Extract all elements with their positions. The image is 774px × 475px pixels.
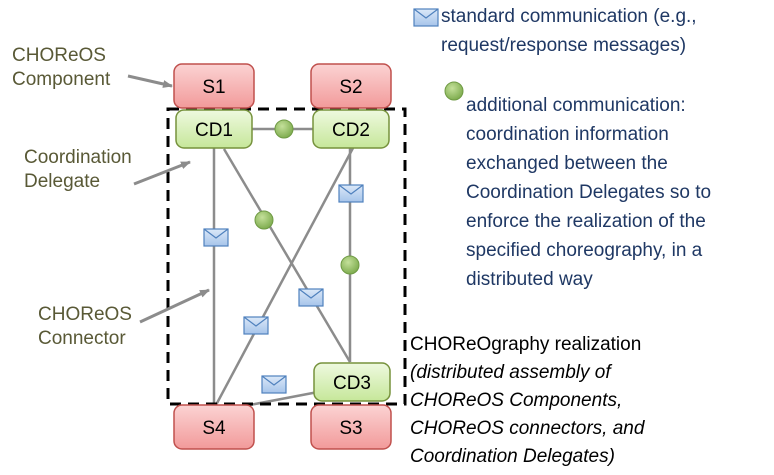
- component-s1-label: S1: [202, 77, 225, 98]
- caption-subtitle: (distributed assembly of CHOReOS Compone…: [410, 362, 645, 467]
- envelope-icon: [261, 375, 287, 394]
- connector-cd1-cd3: [222, 148, 352, 363]
- choreography-caption: CHOReOgraphy realization (distributed as…: [410, 331, 644, 471]
- coordination-dot-icon: [274, 119, 294, 139]
- arrow-icon: [139, 288, 210, 324]
- component-s4-label: S4: [202, 418, 226, 439]
- coordination-dot-icon: [254, 210, 274, 230]
- caption-title: CHOReOgraphy realization: [410, 334, 642, 355]
- envelope-icon: [298, 288, 324, 307]
- delegate-cd2-label: CD2: [332, 120, 370, 141]
- component-s1[interactable]: S1: [173, 63, 255, 109]
- legend-envelope-icon: [413, 8, 439, 27]
- delegate-cd1[interactable]: CD1: [175, 109, 253, 149]
- label-choreos-component: CHOReOS Component: [12, 45, 111, 90]
- envelope-icon: [203, 228, 229, 247]
- connector-cd2-s4: [214, 147, 355, 406]
- component-s4[interactable]: S4: [173, 404, 255, 450]
- component-s3-label: S3: [339, 418, 362, 439]
- arrow-icon: [133, 160, 191, 186]
- envelope-icon: [338, 184, 364, 203]
- choreography-boundary: [166, 107, 407, 406]
- coordination-dot-icon: [340, 255, 360, 275]
- delegate-cd1-label: CD1: [195, 120, 233, 141]
- legend-dot-icon: [444, 81, 464, 101]
- component-s2[interactable]: S2: [310, 63, 392, 109]
- label-arrows: [127, 74, 210, 324]
- component-s3[interactable]: S3: [310, 404, 392, 450]
- component-s2-label: S2: [339, 77, 362, 98]
- delegate-cd3-label: CD3: [333, 373, 371, 394]
- arrow-icon: [127, 74, 173, 88]
- label-coordination-delegate: Coordination Delegate: [24, 147, 132, 192]
- label-choreos-connector: CHOReOS Connector: [38, 304, 132, 349]
- legend-additional-communication: additional communication: coordination i…: [466, 95, 712, 290]
- delegate-cd3[interactable]: CD3: [313, 362, 391, 402]
- delegate-cd2[interactable]: CD2: [312, 109, 390, 149]
- legend-standard-communication: standard communication (e.g., request/re…: [441, 6, 697, 56]
- envelope-icon: [243, 316, 269, 335]
